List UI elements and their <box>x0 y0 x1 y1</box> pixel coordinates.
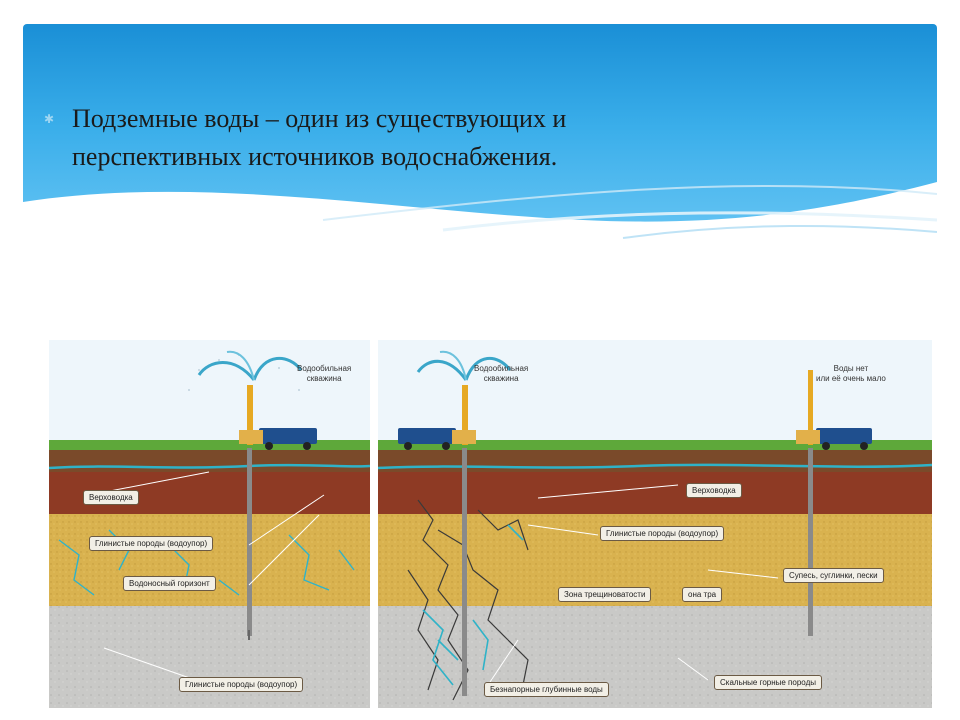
right-well-2-label: Воды нет или её очень мало <box>816 364 886 384</box>
right-label-sandy-loam: Супесь, суглинки, пески <box>783 568 884 583</box>
right-well-1-label-line-2: скважина <box>483 374 519 383</box>
slide-header-band <box>23 24 937 254</box>
right-label-fracture-zone: Зона трещиноватости <box>558 587 652 602</box>
left-well-label-line-1: Водообильная <box>297 364 352 373</box>
left-label-aquifer: Водоносный горизонт <box>123 576 216 591</box>
right-well-2-label-line-1: Воды нет <box>833 364 869 373</box>
right-label-fracture-zone-fragment: она тра <box>682 587 723 602</box>
right-label-deep-water: Безнапорные глубинные воды <box>484 682 609 697</box>
slide-title: Подземные воды – один из существующих и … <box>72 100 892 176</box>
slide-title-line-2: перспективных источников водоснабжения. <box>72 142 558 171</box>
right-label-perched-water: Верховодка <box>686 483 742 498</box>
right-well-1-label-line-1: Водообильная <box>474 364 529 373</box>
right-well-2-label-line-2: или её очень мало <box>816 374 886 383</box>
left-well-label-line-2: скважина <box>306 374 342 383</box>
right-well-1-label: Водообильная скважина <box>474 364 528 384</box>
left-label-clay-lower: Глинистые породы (водоупор) <box>179 677 304 692</box>
slide-title-line-1: Подземные воды – один из существующих и <box>72 104 567 133</box>
header-wave-decoration <box>23 182 937 254</box>
right-geology-illustration <box>378 340 932 708</box>
right-label-clay: Глинистые породы (водоупор) <box>600 526 725 541</box>
left-label-clay-upper: Глинистые породы (водоупор) <box>89 536 214 551</box>
right-diagram-panel: Водообильная скважина Воды нет или её оч… <box>378 340 932 708</box>
left-geology-illustration <box>49 340 370 708</box>
right-label-bedrock: Скальные горные породы <box>714 675 822 690</box>
left-well-label: Водообильная скважина <box>297 364 351 384</box>
bullet-icon: ✱ <box>44 112 55 126</box>
left-diagram-panel: Водообильная скважина Верховодка Глинист… <box>49 340 370 708</box>
left-label-perched-water: Верховодка <box>83 490 139 505</box>
